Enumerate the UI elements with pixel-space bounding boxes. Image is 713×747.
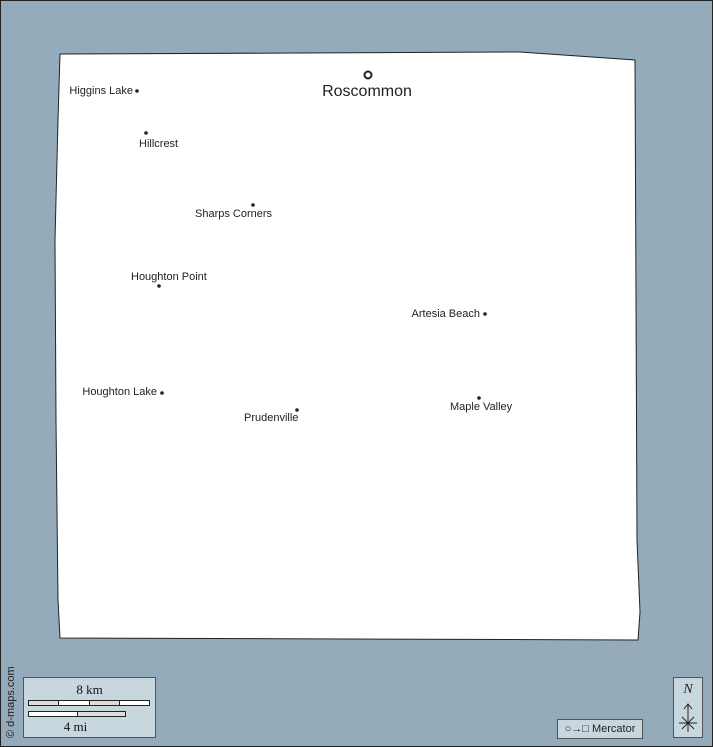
label-houghton-point: Houghton Point: [131, 271, 207, 283]
projection-label: Mercator: [591, 723, 636, 735]
scale-bar: 8 km 4 mi: [23, 677, 156, 738]
label-sharps-corners: Sharps Corners: [195, 208, 273, 220]
scale-km-bar: [28, 700, 150, 706]
north-arrow: N: [673, 677, 703, 738]
place-dot: [477, 396, 481, 400]
north-label: N: [683, 682, 693, 697]
label-hillcrest: Hillcrest: [139, 138, 178, 150]
place-dot: [160, 391, 164, 395]
place-dot: [144, 131, 148, 135]
label-roscommon: Roscommon: [322, 83, 412, 100]
county-outline: [54, 51, 641, 641]
place-dot: [135, 89, 139, 93]
place-dot: [483, 312, 487, 316]
scale-km-label: 8 km: [76, 682, 103, 697]
label-prudenville: Prudenville: [244, 412, 298, 424]
label-artesia-beach: Artesia Beach: [412, 308, 480, 320]
compass-icon: [679, 703, 697, 732]
label-higgins-lake: Higgins Lake: [69, 85, 133, 97]
label-houghton-lake: Houghton Lake: [82, 386, 157, 398]
projection-box: ○→□ Mercator: [557, 719, 643, 739]
label-maple-valley: Maple Valley: [450, 401, 513, 413]
place-dot: [251, 203, 255, 207]
projection-icon: ○→□: [564, 723, 589, 735]
scale-mi-bar: [28, 711, 126, 717]
scale-mi-label: 4 mi: [63, 719, 88, 734]
place-dot: [157, 284, 161, 288]
place-dot: [295, 408, 299, 412]
county-seat-marker: [363, 70, 373, 80]
